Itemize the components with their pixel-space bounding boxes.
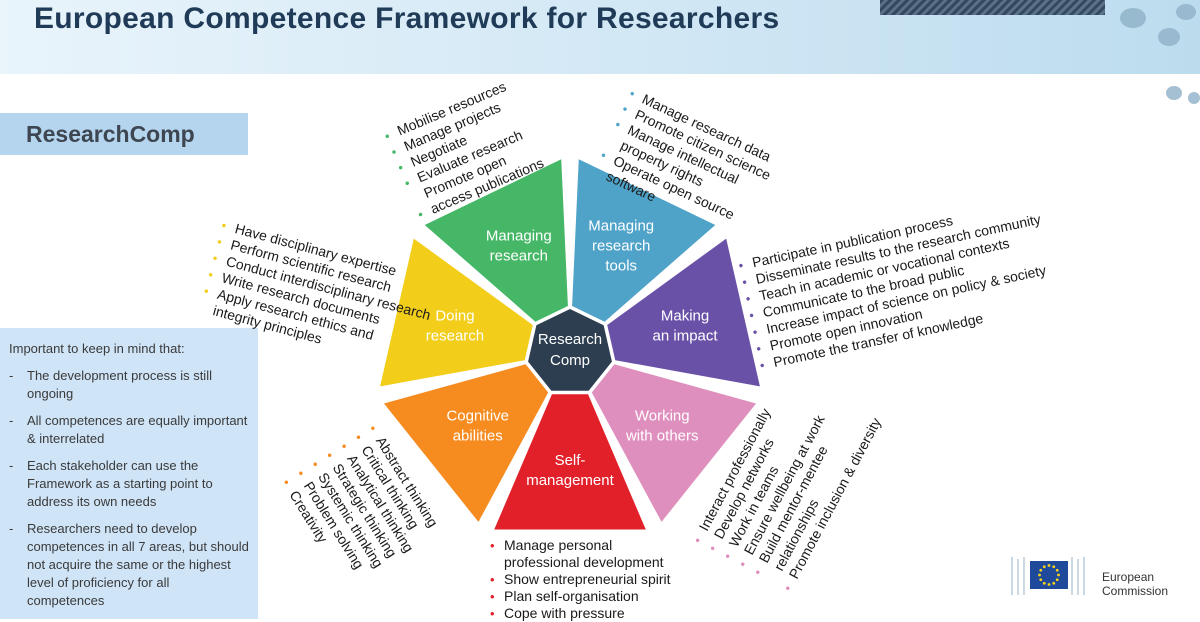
- segment-label-doing-research: Doing: [435, 308, 474, 325]
- header-decoration: [880, 0, 1105, 15]
- bullet-dot: •: [202, 283, 211, 299]
- list-item: -The development process is still ongoin…: [9, 368, 212, 401]
- list-item: professional development: [488, 554, 671, 571]
- researchcomp-badge: ResearchComp: [0, 113, 248, 155]
- list-item-text: Show entrepreneurial spirit: [504, 571, 671, 587]
- segment-label-managing-research: Managing: [486, 228, 552, 245]
- bullet-dot: •: [744, 290, 752, 307]
- bullet-dot: •: [206, 266, 215, 283]
- segment-cognitive-abilities: [383, 364, 549, 522]
- segment-label-making-an-impact: an impact: [653, 328, 719, 345]
- header-banner: European Competence Framework for Resear…: [0, 0, 1200, 74]
- segment-self-management: [494, 394, 646, 530]
- bullet-dot: •: [758, 357, 766, 374]
- segment-making-an-impact: [607, 238, 760, 387]
- segment-label-self-management: Self-: [555, 452, 586, 469]
- center-label-line1: Research: [538, 331, 602, 348]
- segment-label-managing-research-tools: research: [592, 238, 650, 255]
- bullet-dot: •: [490, 538, 495, 553]
- segment-label-making-an-impact: Making: [661, 308, 709, 325]
- bullet-dot: •: [490, 589, 495, 604]
- notes-list: -The development process is still ongoin…: [9, 367, 250, 610]
- list-item-text: Plan self-organisation: [504, 588, 639, 604]
- list-item-text: Cope with pressure: [504, 605, 625, 621]
- decorative-blob: [1120, 8, 1146, 28]
- bullet-dot: •: [215, 233, 224, 250]
- bullet-dot: •: [210, 250, 220, 266]
- decorative-blob: [1166, 86, 1182, 100]
- bullet-dot: •: [740, 274, 749, 290]
- page-title: European Competence Framework for Resear…: [34, 2, 780, 35]
- decorative-blob: [1176, 4, 1196, 20]
- segment-label-managing-research-tools: tools: [605, 258, 637, 275]
- segment-managing-research-tools: [572, 159, 716, 322]
- list-item: • Plan self-organisation: [488, 588, 671, 605]
- list-item: -Researchers need to develop competences…: [9, 521, 249, 608]
- decorative-blob: [1188, 92, 1200, 104]
- list-item: -Each stakeholder can use the Framework …: [9, 458, 213, 509]
- center-label-line2: Comp: [550, 352, 590, 369]
- segment-label-cognitive-abilities: Cognitive: [446, 408, 509, 425]
- list-item: • Cope with pressure: [488, 605, 671, 622]
- segment-label-managing-research: research: [490, 248, 548, 265]
- bullet-dot: •: [747, 307, 756, 324]
- segment-doing-research: [380, 238, 533, 387]
- bullet-dot: •: [751, 324, 759, 340]
- center-heptagon: [528, 309, 612, 391]
- segment-label-self-management: management: [526, 472, 614, 489]
- bullet-dot: •: [219, 217, 229, 234]
- bullet-dot: •: [737, 257, 745, 274]
- eu-logo-text: European Commission: [1102, 570, 1169, 598]
- segment-label-managing-research-tools: Managing: [588, 218, 654, 235]
- segment-working-with-others: [591, 364, 757, 522]
- eu-flag-icon: [1006, 551, 1096, 599]
- segment-label-working-with-others: with others: [625, 428, 699, 445]
- segment-managing-research: [424, 159, 568, 322]
- bullet-dot: •: [490, 572, 495, 587]
- list-item-text: Manage personal: [504, 537, 613, 553]
- segment-label-working-with-others: Working: [635, 408, 690, 425]
- segment-label-cognitive-abilities: abilities: [453, 428, 503, 445]
- list-item: • Show entrepreneurial spirit: [488, 571, 671, 588]
- list-item: -All competences are equally important &…: [9, 413, 248, 446]
- list-item: • Manage personal: [488, 537, 671, 554]
- list-item-text: professional development: [504, 554, 664, 570]
- bullet-dot: •: [754, 340, 763, 357]
- segment-label-doing-research: research: [426, 328, 484, 345]
- notes-panel: Important to keep in mind that: -The dev…: [0, 328, 258, 619]
- decorative-blob: [1158, 28, 1180, 46]
- notes-title: Important to keep in mind that:: [9, 341, 185, 356]
- bullet-dot: •: [490, 606, 495, 621]
